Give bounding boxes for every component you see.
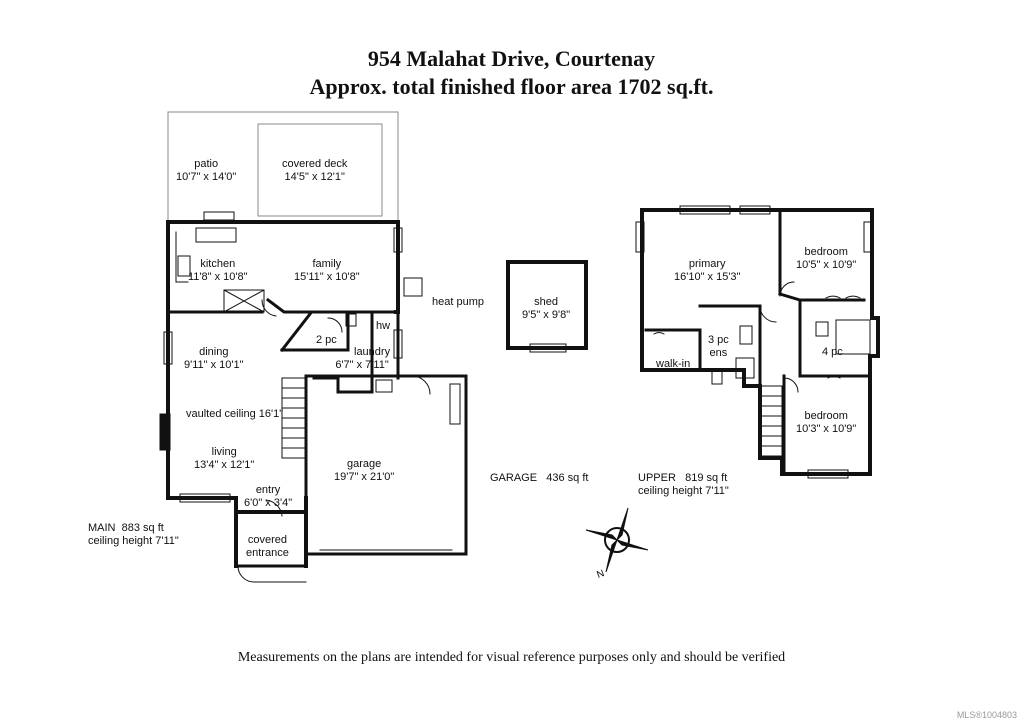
room-label-4pc: 4 pc (822, 346, 843, 358)
room-label-hw: hw (376, 320, 391, 332)
room-label-entry: entry 6'0" x 3'4" (244, 484, 293, 509)
kitchen-counters (175, 227, 265, 313)
compass-rose (585, 507, 649, 573)
upper-floor-walls (640, 208, 880, 476)
main-stairs (281, 377, 307, 459)
room-label-shed: shed 9'5" x 9'8" (522, 296, 571, 321)
main-floor-interior-walls (166, 297, 468, 568)
room-label-primary: primary 16'10" x 15'3" (674, 258, 741, 283)
room-label-dining: dining 9'11" x 10'1" (184, 346, 244, 371)
room-label-patio: patio 10'7" x 14'0" (176, 158, 237, 183)
mls-number: MLS®1004803 (956, 710, 1017, 720)
summary-main: MAIN 883 sq ft ceiling height 7'11" (88, 522, 179, 547)
room-label-covered-deck: covered deck 14'5" x 12'1" (282, 158, 348, 183)
room-label-vaulted: vaulted ceiling 16'1" (186, 408, 284, 420)
plan-area-title: Approx. total finished floor area 1702 s… (309, 74, 714, 99)
heat-pump-unit (403, 277, 423, 297)
summary-garage: GARAGE 436 sq ft (490, 472, 589, 484)
plan-address-title: 954 Malahat Drive, Courtenay (367, 46, 656, 71)
room-label-heat-pump: heat pump (432, 296, 484, 308)
room-label-3pc-ens: 3 pc ens (708, 334, 729, 359)
room-label-laundry: laundry 6'7" x 7'11" (335, 346, 391, 371)
room-label-bedroom-2: bedroom 10'3" x 10'9" (796, 410, 857, 435)
summary-upper: UPPER 819 sq ft ceiling height 7'11" (638, 472, 729, 497)
shed-walls (506, 260, 588, 350)
room-label-garage: garage 19'7" x 21'0" (334, 458, 395, 483)
room-label-family: family 15'11" x 10'8" (294, 258, 360, 283)
patio-deck-outline (167, 111, 399, 223)
disclaimer-text: Measurements on the plans are intended f… (237, 650, 786, 665)
upper-floor-interior-walls (644, 210, 870, 476)
fireplace (159, 413, 171, 451)
room-label-walk-in: walk-in (656, 358, 691, 370)
room-label-living: living 13'4" x 12'1" (194, 446, 255, 471)
room-label-2pc: 2 pc (316, 334, 337, 346)
room-label-bedroom-1: bedroom 10'5" x 10'9" (796, 246, 857, 271)
room-label-kitchen: kitchen 11'8" x 10'8" (188, 258, 248, 283)
room-label-covered-entrance: covered entrance (246, 534, 289, 559)
